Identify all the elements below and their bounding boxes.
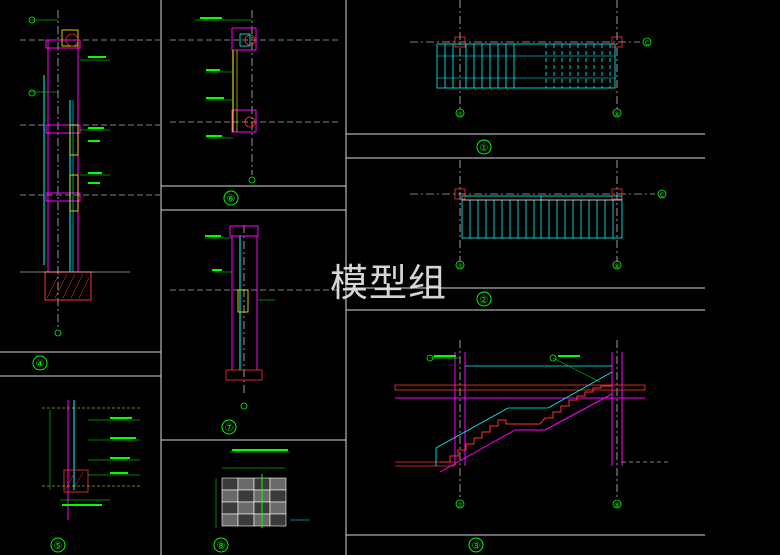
detail-8-label: ⑧ <box>217 541 226 552</box>
detail-2-label: ② <box>480 295 489 306</box>
axis-7-label: ⑦ <box>457 111 463 118</box>
detail-5-label: ⑤ <box>54 541 63 552</box>
detail-4-section: ④ <box>20 10 160 371</box>
detail-3-label: ③ <box>472 541 481 552</box>
axis-7-label: ⑦ <box>457 263 463 270</box>
detail-6-section: ⑥ <box>170 10 340 206</box>
detail-7-label: ⑦ <box>225 423 234 434</box>
axis-8-label: ⑧ <box>614 263 619 270</box>
detail-6-label: ⑥ <box>227 194 236 205</box>
detail-3-stair-section: ⑦ ⑧ ③ <box>394 340 670 553</box>
axis-8-label: ⑧ <box>614 502 619 509</box>
sheet-frame <box>0 0 705 555</box>
axis-c-label: C <box>660 192 664 199</box>
detail-1-label: ① <box>480 143 489 154</box>
detail-4-label: ④ <box>36 359 45 370</box>
detail-2-elevation: ⑦ ⑧ C ② <box>410 160 667 307</box>
detail-7-section: ⑦ <box>170 225 340 435</box>
detail-1-elevation: ⑦ ⑧ C ① <box>410 0 652 155</box>
detail-8-grid: ⑧ <box>213 449 310 553</box>
detail-5-section: ⑤ <box>42 400 140 553</box>
axis-c-label: C <box>645 40 649 47</box>
axis-8-label: ⑧ <box>614 111 619 118</box>
axis-7-label: ⑦ <box>457 502 463 509</box>
